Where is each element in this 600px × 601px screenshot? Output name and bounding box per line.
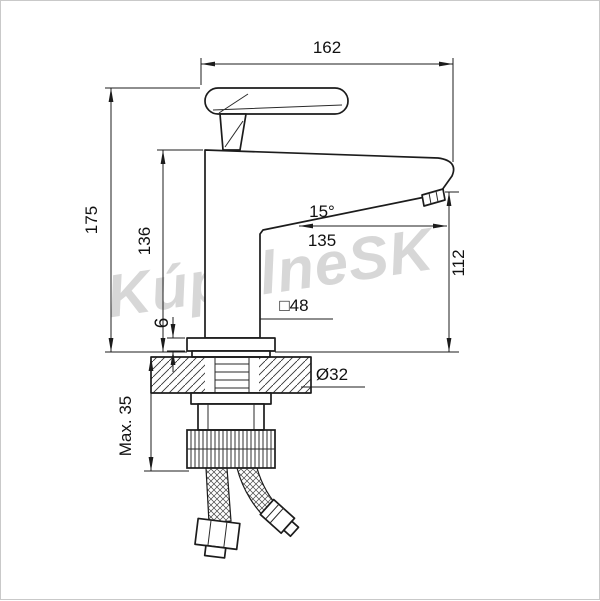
dim-hole-diameter: Ø32: [301, 365, 365, 388]
dim-body-height-label: 136: [135, 227, 154, 255]
washer: [190, 392, 272, 405]
countertop: [150, 356, 312, 394]
fitting-hex-detail: [265, 503, 284, 524]
base-gasket: [191, 350, 271, 358]
dim-max-thickness-label: Max. 35: [116, 396, 135, 456]
countertop-hatch-right: [259, 357, 311, 393]
dim-base-height-label: 6: [152, 318, 173, 329]
dim-total-height: 175: [82, 87, 200, 353]
dim-base-height-extensions: [167, 337, 185, 352]
dim-outlet-height: 112: [275, 191, 468, 353]
dim-spout-angle-label: 15°: [309, 202, 335, 221]
dim-body-section: □48: [260, 296, 333, 320]
fitting-tip: [282, 520, 300, 538]
valve-body: [197, 403, 265, 431]
hose-fitting-right: [259, 498, 300, 538]
dimensions: 162 175 136 112 15° 135 □48: [82, 38, 468, 472]
handle-lever: [204, 87, 349, 115]
threaded-shank: [214, 357, 250, 393]
dim-max-thickness: Max. 35: [116, 357, 189, 472]
dim-spout-angle-reach: 15° 135: [299, 202, 447, 250]
hose-left: [205, 467, 232, 524]
hose-fitting-left: [194, 517, 241, 559]
faucet-outline: [186, 87, 455, 358]
valve-body-detail: [207, 404, 255, 430]
under-counter-assembly: [186, 392, 300, 559]
fitting-hex-detail: [207, 519, 228, 548]
countertop-hatch-left: [151, 357, 205, 393]
body-and-spout: [204, 149, 455, 339]
dim-total-height-label: 175: [82, 206, 101, 234]
dim-spout-reach-label: 135: [308, 231, 336, 250]
dim-body-section-label: □48: [279, 296, 308, 315]
dim-hole-diameter-label: Ø32: [316, 365, 348, 384]
handle-neck-detail: [224, 120, 244, 148]
dim-body-height: 136: [135, 149, 203, 352]
fitting-tip: [203, 544, 227, 559]
dim-outlet-height-label: 112: [449, 249, 468, 276]
aerator-detail: [428, 190, 439, 205]
dim-top-width: 162: [200, 38, 454, 162]
handle-detail-line: [212, 93, 343, 114]
dim-base-height: 6: [152, 317, 185, 372]
fitting-hex: [194, 517, 241, 551]
dim-top-width-label: 162: [313, 38, 341, 57]
base-flange: [186, 337, 276, 352]
handle-neck: [219, 113, 247, 151]
